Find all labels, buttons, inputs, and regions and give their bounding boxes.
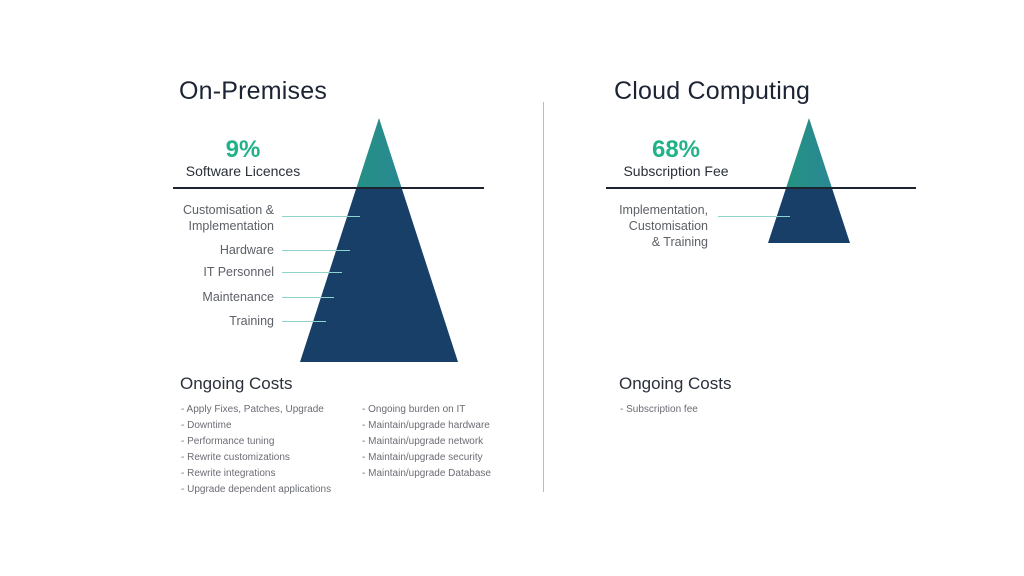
visible-tip <box>300 118 458 188</box>
list-item: - Ongoing burden on IT <box>362 404 466 415</box>
cloud-ongoing-heading: Ongoing Costs <box>619 374 732 393</box>
submerged-part <box>768 188 850 243</box>
waterline <box>173 187 484 189</box>
software-licences-percent: 9% <box>225 136 261 163</box>
submerged-part <box>300 188 458 362</box>
list-item: - Maintain/upgrade network <box>362 436 484 447</box>
leader-line <box>282 321 326 322</box>
cloud-title: Cloud Computing <box>614 77 811 105</box>
list-item: - Performance tuning <box>181 436 275 447</box>
list-item: - Apply Fixes, Patches, Upgrade <box>181 404 324 415</box>
list-item: - Maintain/upgrade Database <box>362 468 491 479</box>
list-item: - Subscription fee <box>620 404 698 415</box>
list-item: - Upgrade dependent applications <box>181 484 332 495</box>
visible-tip <box>768 118 850 188</box>
hidden-cost-training: Training <box>229 314 274 328</box>
list-item: - Downtime <box>181 420 232 431</box>
leader-line <box>718 216 790 217</box>
cloud-iceberg <box>768 118 850 243</box>
subscription-fee-percent: 68% <box>651 136 701 163</box>
leader-line <box>282 250 350 251</box>
list-item: - Maintain/upgrade hardware <box>362 420 490 431</box>
waterline <box>606 187 916 189</box>
list-item: - Rewrite integrations <box>181 468 276 479</box>
hidden-cost-it-personnel: IT Personnel <box>203 265 274 279</box>
leader-line <box>282 272 342 273</box>
on-premises-ongoing-heading: Ongoing Costs <box>180 374 293 393</box>
cloud-ongoing-col1: - Subscription fee <box>620 402 698 418</box>
section-divider <box>543 102 544 492</box>
list-item: - Maintain/upgrade security <box>362 452 483 463</box>
list-item: - Rewrite customizations <box>181 452 290 463</box>
leader-line <box>282 297 334 298</box>
subscription-fee-label: Subscription Fee <box>623 163 729 179</box>
software-licences-label: Software Licences <box>185 163 301 179</box>
on-premises-title: On-Premises <box>179 77 328 105</box>
on-premises-iceberg <box>300 118 458 362</box>
leader-line <box>282 216 360 217</box>
on-premises-ongoing-col2: - Ongoing burden on IT - Maintain/upgrad… <box>362 402 491 482</box>
hidden-cost-hardware: Hardware <box>219 243 274 257</box>
hidden-cost-maintenance: Maintenance <box>202 290 274 304</box>
hidden-cost-implementation: Implementation, Customisation & Training <box>619 203 708 249</box>
on-premises-ongoing-col1: - Apply Fixes, Patches, Upgrade - Downti… <box>181 402 331 498</box>
hidden-cost-customisation: Customisation & Implementation <box>182 203 274 233</box>
